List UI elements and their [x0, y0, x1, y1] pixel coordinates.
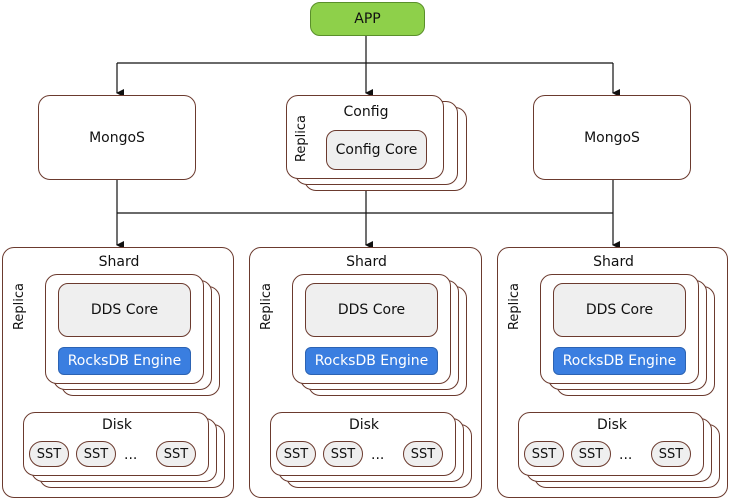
- app-node: APP: [310, 2, 425, 36]
- sst-box-1c: SST: [156, 441, 196, 467]
- dds-core-box-2: DDS Core: [305, 283, 438, 337]
- mongos-left-node: MongoS: [38, 95, 196, 180]
- mongos-right-label: MongoS: [584, 129, 640, 146]
- disk-node-1: Disk SST SST ... SST: [23, 412, 209, 476]
- dds-core-box-3: DDS Core: [553, 283, 686, 337]
- sst-label-2b: SST: [330, 446, 356, 462]
- sst-box-2b: SST: [323, 441, 363, 467]
- mongos-left-label: MongoS: [89, 129, 145, 146]
- sst-ellipsis-3: ...: [619, 447, 633, 463]
- config-core-label: Config Core: [335, 142, 418, 158]
- sst-label-3c: SST: [658, 446, 684, 462]
- mongos-right-node: MongoS: [533, 95, 691, 180]
- app-label: APP: [354, 11, 381, 27]
- sst-ellipsis-1: ...: [124, 447, 138, 463]
- sst-label-1c: SST: [163, 446, 189, 462]
- dds-core-label-3: DDS Core: [585, 302, 654, 318]
- disk-title-2: Disk: [348, 417, 380, 433]
- sst-box-1b: SST: [76, 441, 116, 467]
- shard-title-1: Shard: [98, 254, 140, 270]
- sst-box-2c: SST: [403, 441, 443, 467]
- config-replica-label: Replica: [294, 114, 310, 162]
- shard-title-2: Shard: [346, 254, 387, 270]
- sst-label-1a: SST: [36, 446, 62, 462]
- config-replica-wrap: Replica: [277, 114, 327, 161]
- dds-core-label-2: DDS Core: [337, 302, 406, 318]
- sst-label-3b: SST: [578, 446, 604, 462]
- rocksdb-engine-label-2: RocksDB Engine: [314, 353, 429, 369]
- config-node: Config Replica Config Core: [286, 95, 444, 179]
- shard-replica-label-3: Replica: [507, 282, 523, 330]
- sst-box-2a: SST: [276, 441, 316, 467]
- dds-core-label-1: DDS Core: [90, 302, 159, 318]
- disk-title-1: Disk: [101, 417, 133, 433]
- shard-replica-label-1: Replica: [12, 282, 28, 330]
- dds-core-box-1: DDS Core: [58, 283, 191, 337]
- config-core-box: Config Core: [326, 130, 427, 170]
- disk-title-3: Disk: [596, 417, 628, 433]
- config-title: Config: [343, 104, 389, 120]
- sst-label-2c: SST: [410, 446, 436, 462]
- sst-box-3a: SST: [524, 441, 564, 467]
- sst-box-3b: SST: [571, 441, 611, 467]
- rocksdb-engine-box-3: RocksDB Engine: [553, 347, 686, 375]
- shard-replica-wrap-3: Replica: [490, 282, 540, 329]
- sst-box-1a: SST: [29, 441, 69, 467]
- rocksdb-engine-box-1: RocksDB Engine: [58, 347, 191, 375]
- replica-node-1: DDS Core RocksDB Engine: [45, 274, 204, 384]
- rocksdb-engine-label-1: RocksDB Engine: [67, 353, 182, 369]
- rocksdb-engine-label-3: RocksDB Engine: [562, 353, 677, 369]
- shard-title-3: Shard: [593, 254, 634, 270]
- shard-replica-label-2: Replica: [259, 282, 275, 330]
- replica-node-2: DDS Core RocksDB Engine: [292, 274, 451, 384]
- sst-label-2a: SST: [283, 446, 309, 462]
- replica-node-3: DDS Core RocksDB Engine: [540, 274, 699, 384]
- shard-replica-wrap-2: Replica: [242, 282, 292, 329]
- sst-ellipsis-2: ...: [371, 447, 385, 463]
- sst-box-3c: SST: [651, 441, 691, 467]
- disk-node-3: Disk SST SST ... SST: [518, 412, 704, 476]
- sst-label-3a: SST: [531, 446, 557, 462]
- shard-container-2: Shard Replica DDS Core RocksDB Engine Di…: [249, 247, 482, 498]
- shard-container-1: Shard Replica DDS Core RocksDB Engine Di…: [2, 247, 234, 498]
- sst-label-1b: SST: [83, 446, 109, 462]
- disk-node-2: Disk SST SST ... SST: [270, 412, 456, 476]
- shard-replica-wrap-1: Replica: [0, 282, 45, 329]
- shard-container-3: Shard Replica DDS Core RocksDB Engine Di…: [497, 247, 728, 498]
- rocksdb-engine-box-2: RocksDB Engine: [305, 347, 438, 375]
